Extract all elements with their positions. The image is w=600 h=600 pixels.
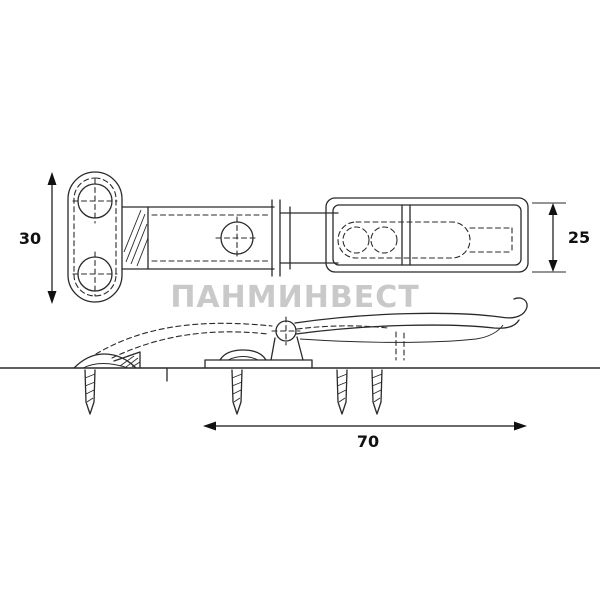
side-view [0, 297, 600, 415]
strap-open-position [95, 322, 273, 359]
base-plate [204, 349, 313, 369]
watermark-text: ПАНМИНВЕСТ [170, 280, 419, 315]
screws [84, 369, 383, 415]
pivot [270, 316, 304, 361]
left-plate [67, 171, 123, 303]
arrow-up-icon [47, 172, 57, 185]
screw-1 [84, 369, 96, 415]
screw-2 [231, 369, 243, 415]
screw-3 [336, 369, 348, 415]
arrow-left-icon [203, 421, 216, 431]
lever-arm [294, 297, 528, 361]
dimension-25: 25 [532, 202, 590, 273]
dimension-70-label: 70 [357, 432, 379, 451]
arrow-down-icon [47, 291, 57, 304]
screw-hole-top [72, 178, 118, 224]
arrow-right-icon [514, 421, 527, 431]
rivet [215, 216, 259, 260]
screw-4 [371, 369, 383, 415]
dimension-30: 30 [19, 172, 57, 304]
arrow-up-icon [548, 203, 558, 215]
arrow-down-icon [548, 260, 558, 272]
catch-bracket [325, 197, 529, 273]
dimension-30-label: 30 [19, 229, 41, 248]
strap-end [73, 351, 141, 369]
lever-strap [147, 199, 291, 277]
top-view [67, 171, 529, 303]
hinge-knuckle [121, 206, 149, 270]
screw-hole-bottom [72, 251, 118, 297]
dimension-25-label: 25 [568, 228, 590, 247]
dimension-70: 70 [203, 421, 527, 451]
bail-loop [279, 212, 339, 264]
ground-line [0, 367, 600, 382]
